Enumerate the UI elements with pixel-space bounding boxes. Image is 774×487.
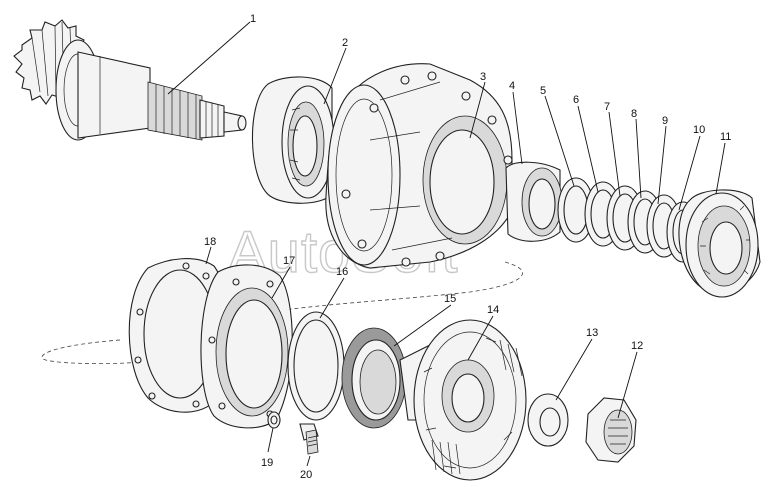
callout-2: 2 bbox=[342, 37, 348, 49]
callout-labels: 1 2 3 4 5 6 7 8 9 10 11 12 13 14 15 16 1… bbox=[204, 13, 731, 481]
callout-19: 19 bbox=[261, 457, 273, 469]
callout-10: 10 bbox=[693, 124, 705, 136]
part-5-ring bbox=[557, 177, 595, 243]
callout-16: 16 bbox=[336, 266, 348, 278]
callout-14: 14 bbox=[487, 304, 499, 316]
callout-15: 15 bbox=[444, 293, 456, 305]
part-3-housing bbox=[325, 63, 513, 269]
part-19-small-washer bbox=[267, 411, 281, 429]
callout-17: 17 bbox=[283, 255, 295, 267]
part-1-gear-shaft bbox=[13, 19, 247, 141]
callout-13: 13 bbox=[586, 327, 598, 339]
callout-12: 12 bbox=[631, 340, 643, 352]
callout-7: 7 bbox=[604, 101, 610, 113]
leader-lines bbox=[167, 21, 726, 467]
part-13-washer bbox=[527, 393, 569, 447]
callout-20: 20 bbox=[300, 469, 312, 481]
part-2-bearing bbox=[251, 76, 335, 204]
part-17-cover bbox=[200, 264, 293, 429]
part-16-o-ring bbox=[287, 311, 345, 421]
callout-11: 11 bbox=[720, 131, 731, 143]
callout-4: 4 bbox=[509, 80, 515, 92]
callout-1: 1 bbox=[250, 13, 256, 25]
part-20-bolt bbox=[299, 423, 319, 455]
part-12-nut bbox=[585, 397, 637, 463]
axis-line-left bbox=[41, 339, 141, 365]
part-11-roller-bearing bbox=[678, 189, 761, 298]
part-4-collar bbox=[505, 161, 563, 242]
callout-18: 18 bbox=[204, 236, 216, 248]
callout-3: 3 bbox=[480, 71, 486, 83]
callout-5: 5 bbox=[540, 85, 546, 97]
axis-line-lower bbox=[269, 261, 523, 313]
callout-9: 9 bbox=[662, 115, 668, 127]
callout-6: 6 bbox=[573, 94, 579, 106]
part-15-seal bbox=[341, 327, 407, 429]
callout-8: 8 bbox=[631, 108, 637, 120]
part-14-flange bbox=[399, 319, 527, 481]
